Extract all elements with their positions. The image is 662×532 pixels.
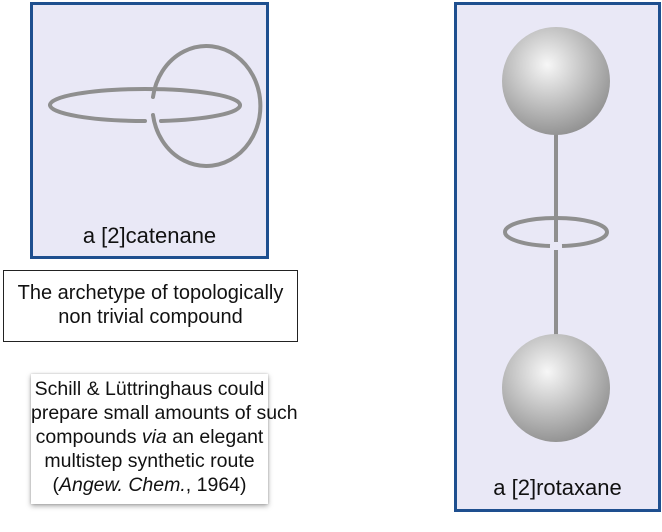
catenane-drawing [48,44,263,168]
rotaxane-ring-back [503,216,609,233]
rotaxane-stopper-bottom [502,334,610,442]
catenane-ellipse-front-right [159,103,242,123]
schill-note-citation-post: , 1964) [185,474,247,496]
schill-note-citation: (Angew. Chem., 1964) [31,473,268,497]
schill-note-line3-pre: compounds [35,426,142,448]
archetype-note: The archetype of topologically non trivi… [3,270,298,342]
schill-note: Schill & Lüttringhaus could prepare smal… [31,374,298,504]
schill-note-line4: multistep synthetic route [44,450,255,472]
rotaxane-drawing [502,27,610,442]
rotaxane-ring-front-left [503,231,551,248]
archetype-note-text: The archetype of topologically non trivi… [17,282,284,328]
schill-note-journal: Angew. Chem. [58,474,186,496]
schill-note-citation-open: ( [52,474,59,496]
rotaxane-stopper-top [502,27,610,135]
schill-note-line2: prepare small amounts of such [31,402,298,424]
catenane-ellipse-front-left [48,103,147,123]
catenane-circle [151,44,263,168]
schill-note-line3: compounds via an elegant [31,425,268,449]
rotaxane-label: a [2]rotaxane [493,475,622,500]
catenane-label: a [2]catenane [82,223,217,248]
rotaxane-ring-front-right [561,231,609,248]
catenane-ellipse-back [48,87,242,107]
catenane-panel: a [2]catenane [30,2,269,259]
rotaxane-panel: a [2]rotaxane [454,2,661,512]
schill-note-line1: Schill & Lüttringhaus could [34,378,265,400]
schill-note-line3-italic: via [141,426,167,448]
schill-note-line3-post: an elegant [166,426,264,448]
